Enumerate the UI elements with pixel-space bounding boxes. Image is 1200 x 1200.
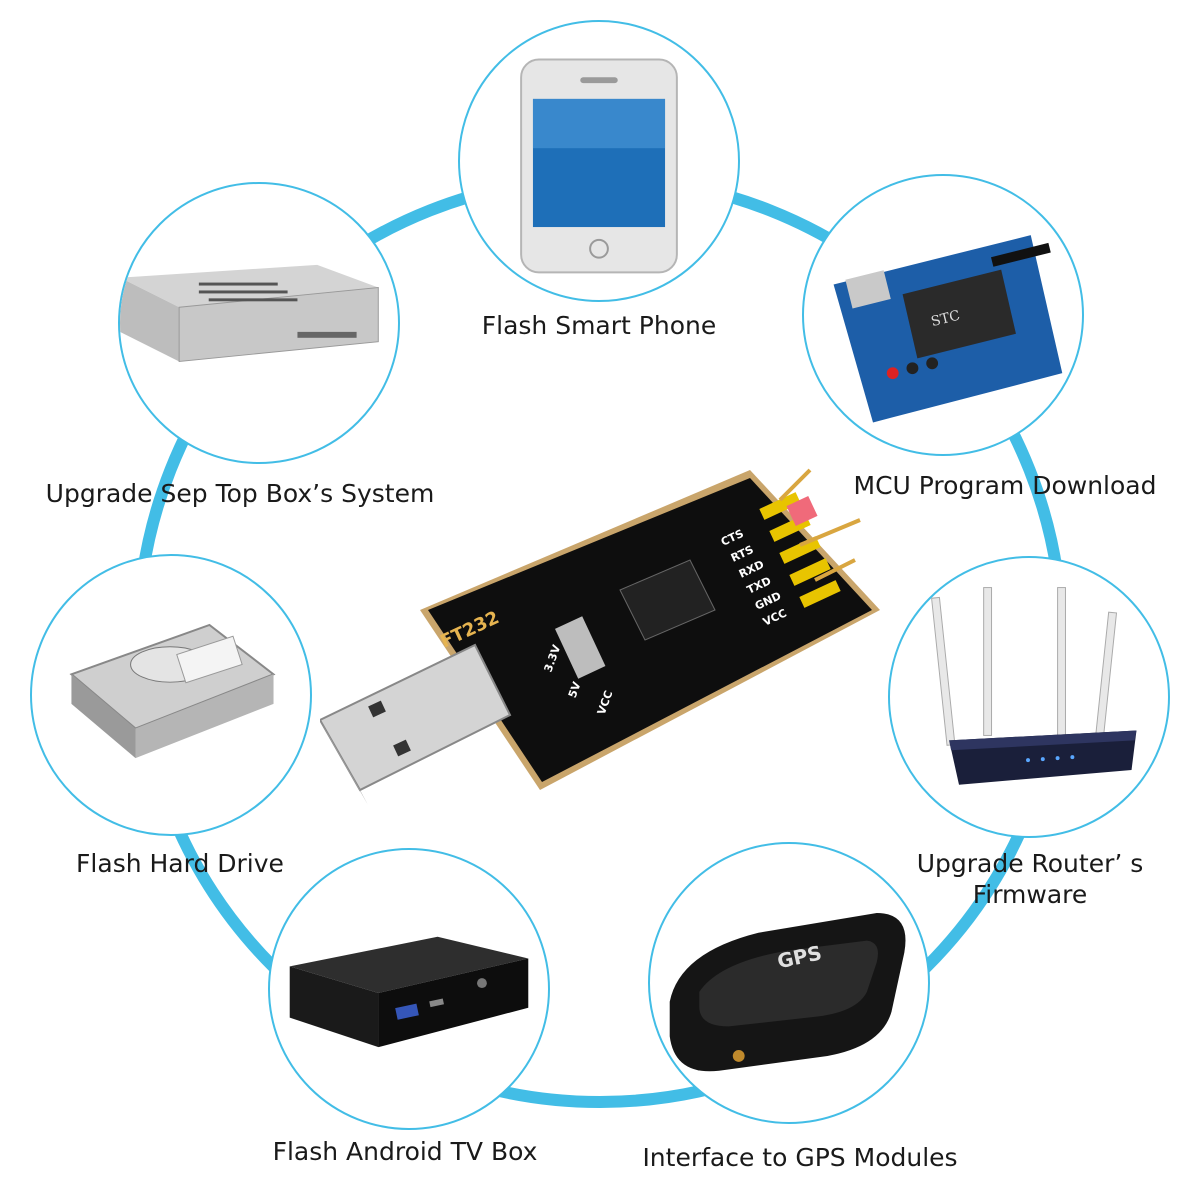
mcu-bubble: STC <box>802 174 1084 456</box>
set-top-box-icon <box>120 264 379 362</box>
label-router-line1: Upgrade Router’ s <box>916 849 1144 878</box>
label-hdd: Flash Hard Drive <box>76 849 284 878</box>
wifi-router-icon <box>931 587 1137 785</box>
label-router: Upgrade Router’ s Firmware <box>880 848 1180 910</box>
phone-bubble <box>458 20 740 302</box>
ft232-adapter: FT232 CTS RTS RXD TXD GND VCC 3.3V 5V VC… <box>318 460 880 810</box>
label-tvbox: Flash Android TV Box <box>272 1137 538 1166</box>
label-stb: Upgrade Sep Top Box’s System <box>45 479 435 508</box>
stb-bubble <box>118 182 400 464</box>
gps-module-icon: GPS <box>669 913 906 1072</box>
label-mcu: MCU Program Download <box>853 471 1157 500</box>
label-router-line2: Firmware <box>972 880 1088 909</box>
smartphone-icon <box>520 58 678 274</box>
svg-text:STC: STC <box>930 308 962 331</box>
microcontroller-board-icon: STC <box>833 235 1063 423</box>
ft232-usb-adapter-icon: FT232 CTS RTS RXD TXD GND VCC 3.3V 5V VC… <box>318 468 880 805</box>
label-gps: Interface to GPS Modules <box>642 1143 958 1172</box>
switch-label-5v: 5V <box>566 680 584 700</box>
label-phone: Flash Smart Phone <box>481 311 717 340</box>
hdd-bubble <box>30 554 312 836</box>
gps-bubble: GPS <box>648 842 930 1124</box>
tvbox-bubble <box>268 848 550 1130</box>
hard-drive-icon <box>69 623 276 759</box>
android-tv-box-icon <box>289 936 529 1048</box>
router-bubble <box>888 556 1170 838</box>
